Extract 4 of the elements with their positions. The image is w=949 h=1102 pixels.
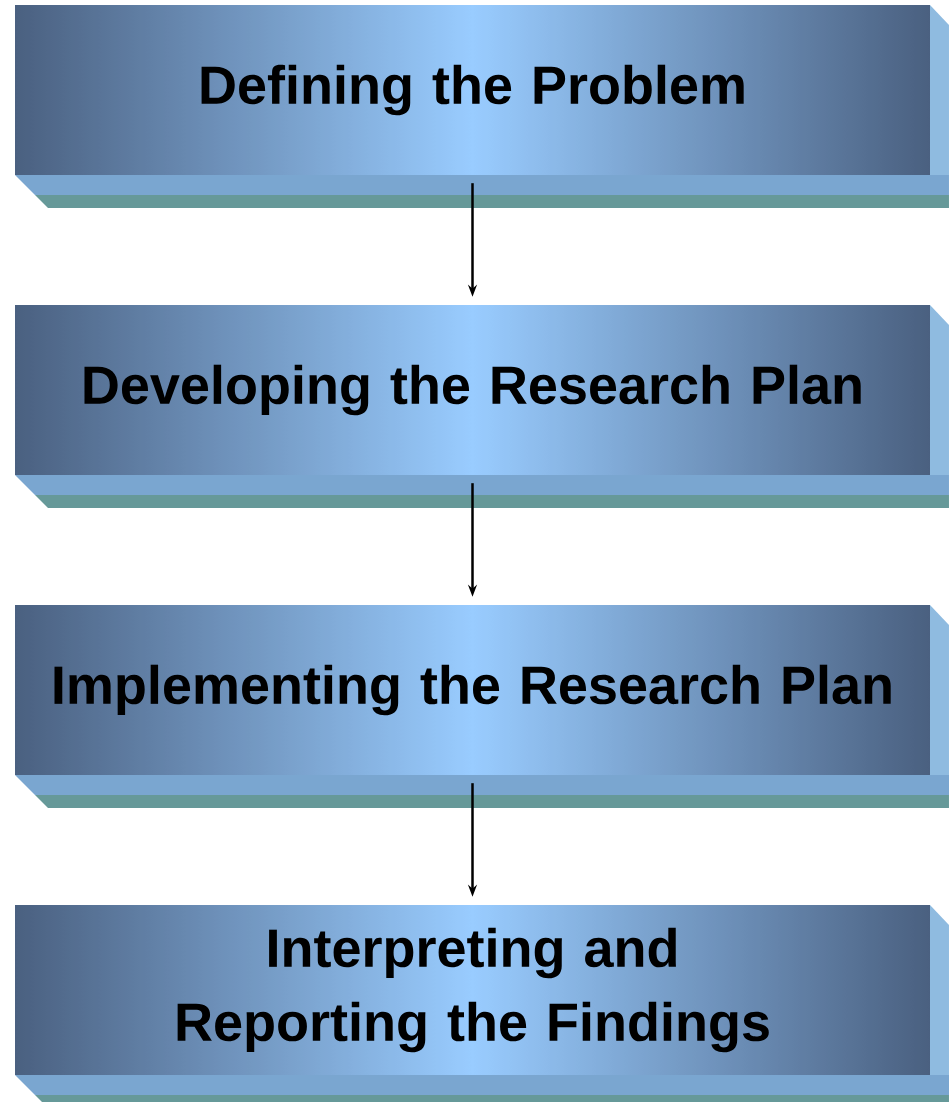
process-box: Interpreting and Reporting the Findings bbox=[15, 905, 949, 1102]
process-box: Defining the Problem bbox=[15, 5, 949, 208]
process-box: Implementing the Research Plan bbox=[15, 605, 949, 808]
process-box: Developing the Research Plan bbox=[15, 305, 949, 508]
